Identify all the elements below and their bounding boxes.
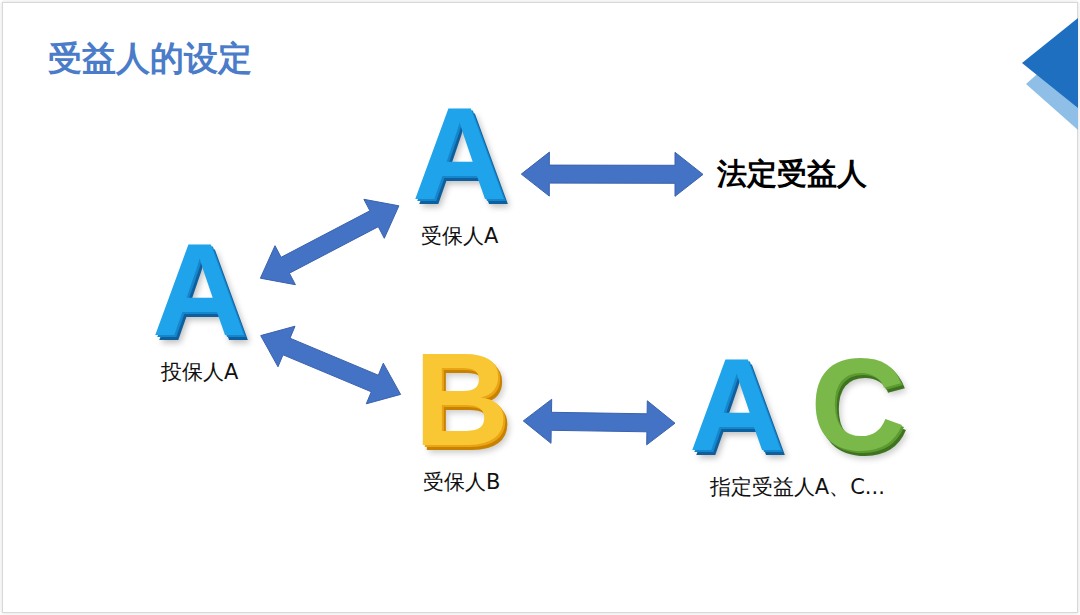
role-caption: 投保人A (161, 358, 238, 386)
text-node: 法定受益人 (711, 150, 873, 199)
letter-icon: B (414, 344, 509, 456)
double-arrow (523, 399, 675, 445)
letter-node: B 受保人B (408, 340, 515, 500)
letter-row: B (414, 344, 509, 456)
letter-icon: A (412, 98, 507, 210)
letter-row: AC (689, 349, 906, 461)
role-caption: 受保人B (423, 468, 500, 496)
letter-icon: A (689, 349, 784, 461)
letter-row: A (412, 98, 507, 210)
letter-row: A (152, 234, 247, 346)
double-arrow (261, 326, 401, 404)
letter-icon: A (152, 234, 247, 346)
letter-node: AC 指定受益人A、C... (683, 345, 912, 505)
role-label: 法定受益人 (717, 154, 867, 195)
letter-icon: C (810, 349, 905, 461)
slide-title: 受益人的设定 (48, 36, 252, 82)
role-caption: 指定受益人A、C... (710, 473, 885, 501)
double-arrow (521, 152, 703, 196)
letter-node: A 投保人A (146, 230, 253, 390)
corner-triangle (1022, 18, 1078, 108)
role-caption: 受保人A (421, 222, 498, 250)
letter-node: A 受保人A (406, 94, 513, 254)
double-arrow (260, 199, 399, 284)
